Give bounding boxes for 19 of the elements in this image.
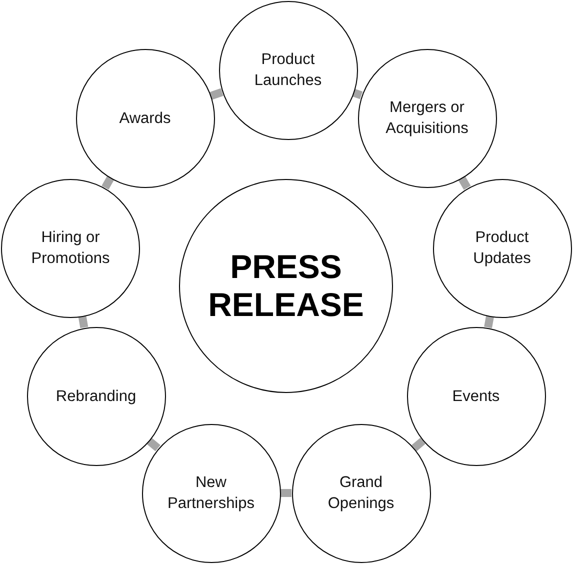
circle-label: New Partnerships xyxy=(166,473,256,514)
circle-label: Rebranding xyxy=(56,386,136,406)
circle-label: Mergers or Acquisitions xyxy=(384,98,470,139)
connector-bar xyxy=(412,438,426,452)
circle-label: Product Updates xyxy=(472,228,532,269)
central-label: PRESS RELEASE xyxy=(207,248,365,324)
connector-bar xyxy=(146,438,160,452)
connector-bar xyxy=(458,176,471,190)
circle-label: Product Launches xyxy=(253,50,323,91)
circle-label: Hiring or Promotions xyxy=(30,228,111,269)
connector-bar xyxy=(484,316,494,328)
connector-bar xyxy=(280,489,292,497)
connector-bar xyxy=(78,316,88,328)
connector-bar xyxy=(352,88,363,100)
connector-bar xyxy=(210,88,224,100)
circle-label: Awards xyxy=(119,108,171,128)
circle-label: Events xyxy=(452,386,500,406)
connector-bar xyxy=(102,176,114,190)
circle-label: Grand Openings xyxy=(326,473,396,514)
